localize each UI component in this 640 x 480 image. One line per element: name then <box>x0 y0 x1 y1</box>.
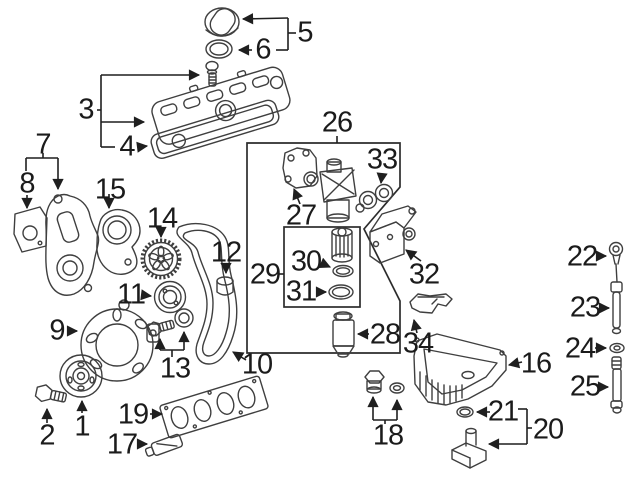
callout-1: 1 <box>74 410 90 443</box>
part-filter-element <box>331 227 353 263</box>
callout-2: 2 <box>39 419 55 452</box>
part-valve-cover-gasket <box>150 99 280 159</box>
callout-17: 17 <box>106 428 138 461</box>
callout-9: 9 <box>49 314 65 347</box>
part-crank-bolt <box>34 384 68 403</box>
part-drain-plug <box>364 370 385 394</box>
callout-3: 3 <box>78 93 94 126</box>
callout-30: 30 <box>290 245 322 278</box>
assembly-box-26 <box>246 136 401 354</box>
callout-11: 11 <box>116 278 146 311</box>
part-flange-gasket-27 <box>282 147 319 189</box>
part-seal-flange <box>80 299 160 382</box>
part-dipstick-handle <box>608 241 624 283</box>
part-bracket-34 <box>409 293 453 314</box>
part-dipstick-tube-lower <box>610 356 623 414</box>
callout-33: 33 <box>366 143 398 176</box>
part-oil-filler-cap <box>204 7 240 37</box>
callout-12: 12 <box>210 236 242 269</box>
callout-10: 10 <box>241 348 273 381</box>
part-cap-seal <box>205 39 233 59</box>
leader-4 <box>136 141 149 153</box>
leader-18 <box>367 395 403 424</box>
leader-34 <box>410 318 422 334</box>
part-timing-cover <box>45 193 100 296</box>
callout-15: 15 <box>94 173 126 206</box>
callout-25: 25 <box>569 370 601 403</box>
callout-16: 16 <box>520 347 552 380</box>
leader-30 <box>318 257 332 269</box>
leader-7 <box>25 153 64 191</box>
leader-13 <box>154 330 190 357</box>
part-sealant-tube <box>144 433 184 457</box>
part-drain-washer <box>389 382 405 394</box>
part-head-gasket <box>159 375 269 439</box>
callout-7: 7 <box>35 128 51 161</box>
callout-18: 18 <box>372 419 404 452</box>
part-dipstick-tube-upper <box>610 281 623 335</box>
part-side-cover <box>13 206 48 253</box>
leader-10 <box>232 351 247 363</box>
part-oil-pan <box>413 333 507 406</box>
callout-28: 28 <box>369 318 401 351</box>
part-cover-bolt <box>205 60 219 87</box>
leader-32 <box>405 249 422 262</box>
part-gasket-33 <box>355 183 394 213</box>
callout-4: 4 <box>119 130 135 163</box>
leader-5 <box>241 13 296 51</box>
part-oil-valve-20 <box>451 427 487 469</box>
callout-8: 8 <box>19 167 35 200</box>
part-camshaft-gear <box>140 238 182 280</box>
leader-11 <box>140 289 153 301</box>
callout-13: 13 <box>159 352 191 385</box>
leader-27 <box>292 187 303 205</box>
callout-24: 24 <box>564 332 596 365</box>
part-oil-filter-housing <box>319 158 357 223</box>
part-oring-large-31 <box>328 284 354 300</box>
part-oring-small-30 <box>332 264 354 278</box>
part-oring-21 <box>456 406 474 418</box>
leader-16 <box>507 357 523 369</box>
callout-6: 6 <box>255 33 271 66</box>
callout-21: 21 <box>487 395 519 428</box>
part-timing-belt <box>176 222 238 365</box>
part-seal-housing <box>96 208 141 275</box>
part-seal-ring-24 <box>609 342 625 354</box>
part-tensioner-pulley <box>153 280 187 314</box>
callout-14: 14 <box>146 202 178 235</box>
assembly-box-29 <box>279 226 361 308</box>
leader-20 <box>487 408 532 450</box>
callout-19: 19 <box>117 398 149 431</box>
part-crank-pulley <box>59 354 103 398</box>
callout-29: 29 <box>249 258 281 291</box>
callout-5: 5 <box>297 16 313 49</box>
callout-20: 20 <box>532 413 564 446</box>
callout-31: 31 <box>285 275 317 308</box>
part-filter-cartridge-28 <box>332 311 355 358</box>
part-tensioner-bolt <box>146 319 175 337</box>
callout-27: 27 <box>285 199 317 232</box>
callout-23: 23 <box>569 291 601 324</box>
leader-33 <box>376 172 388 185</box>
part-tensioner-roller <box>174 308 194 328</box>
callout-26: 26 <box>321 106 353 139</box>
part-oil-cooler <box>369 205 417 264</box>
callout-22: 22 <box>566 240 598 273</box>
leader-3 <box>97 69 201 148</box>
callout-34: 34 <box>402 327 434 360</box>
callout-32: 32 <box>408 258 440 291</box>
